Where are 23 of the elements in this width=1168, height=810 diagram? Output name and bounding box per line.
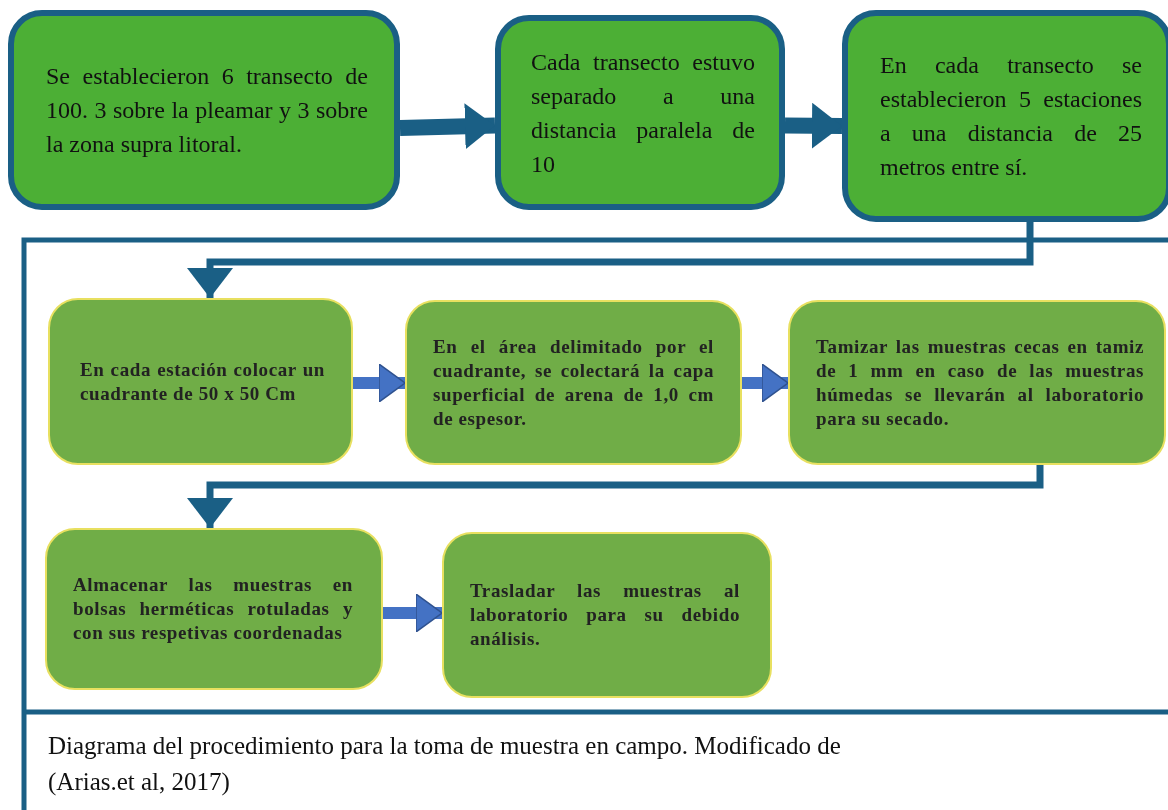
arrow xyxy=(187,222,1034,298)
process-box xyxy=(48,298,353,465)
arrow xyxy=(784,102,843,149)
process-box xyxy=(788,300,1166,465)
step-text: Trasladar las muestras al laboratorio para su debido análisis. xyxy=(470,579,740,651)
step-text: En cada transecto se establecieron 5 estaciones a una distancia de 25 metros entre sí. xyxy=(880,51,1142,182)
step-text: En el área delimitado por el cuadrante, se colectará la capa superficial de arena de 1,0 cm de espesor. xyxy=(433,334,714,431)
arrow xyxy=(742,363,789,403)
step-text: Tamizar las muestras cecas en tamiz de 1 mm en caso de las muestras húmedas se llevarán al laboratorio para su secado. xyxy=(816,334,1144,431)
process-box xyxy=(442,532,772,698)
process-box xyxy=(842,10,1168,222)
step-text: Almacenar las muestras en bolsas herméticas rotuladas y con sus respetivas coordenadas xyxy=(73,573,353,645)
arrow xyxy=(187,465,1044,528)
step-text: Se establecieron 6 transecto de 100. 3 sobre la pleamar y 3 sobre la zona supra litoral. xyxy=(46,62,368,159)
caption: Diagrama del procedimiento para la toma de muestra en campo. Modificado de (Arias.et al, 2017) xyxy=(48,731,842,798)
process-box xyxy=(8,10,400,210)
step-text: Cada transecto estuvo separado a una distancia paralela de 10 xyxy=(531,47,755,179)
step-text: En cada estación colocar un cuadrante de 50 x 50 Cm xyxy=(80,357,325,406)
process-box xyxy=(405,300,742,465)
arrow xyxy=(399,103,496,150)
process-box xyxy=(495,15,785,210)
process-box xyxy=(45,528,383,690)
arrow xyxy=(383,593,443,633)
